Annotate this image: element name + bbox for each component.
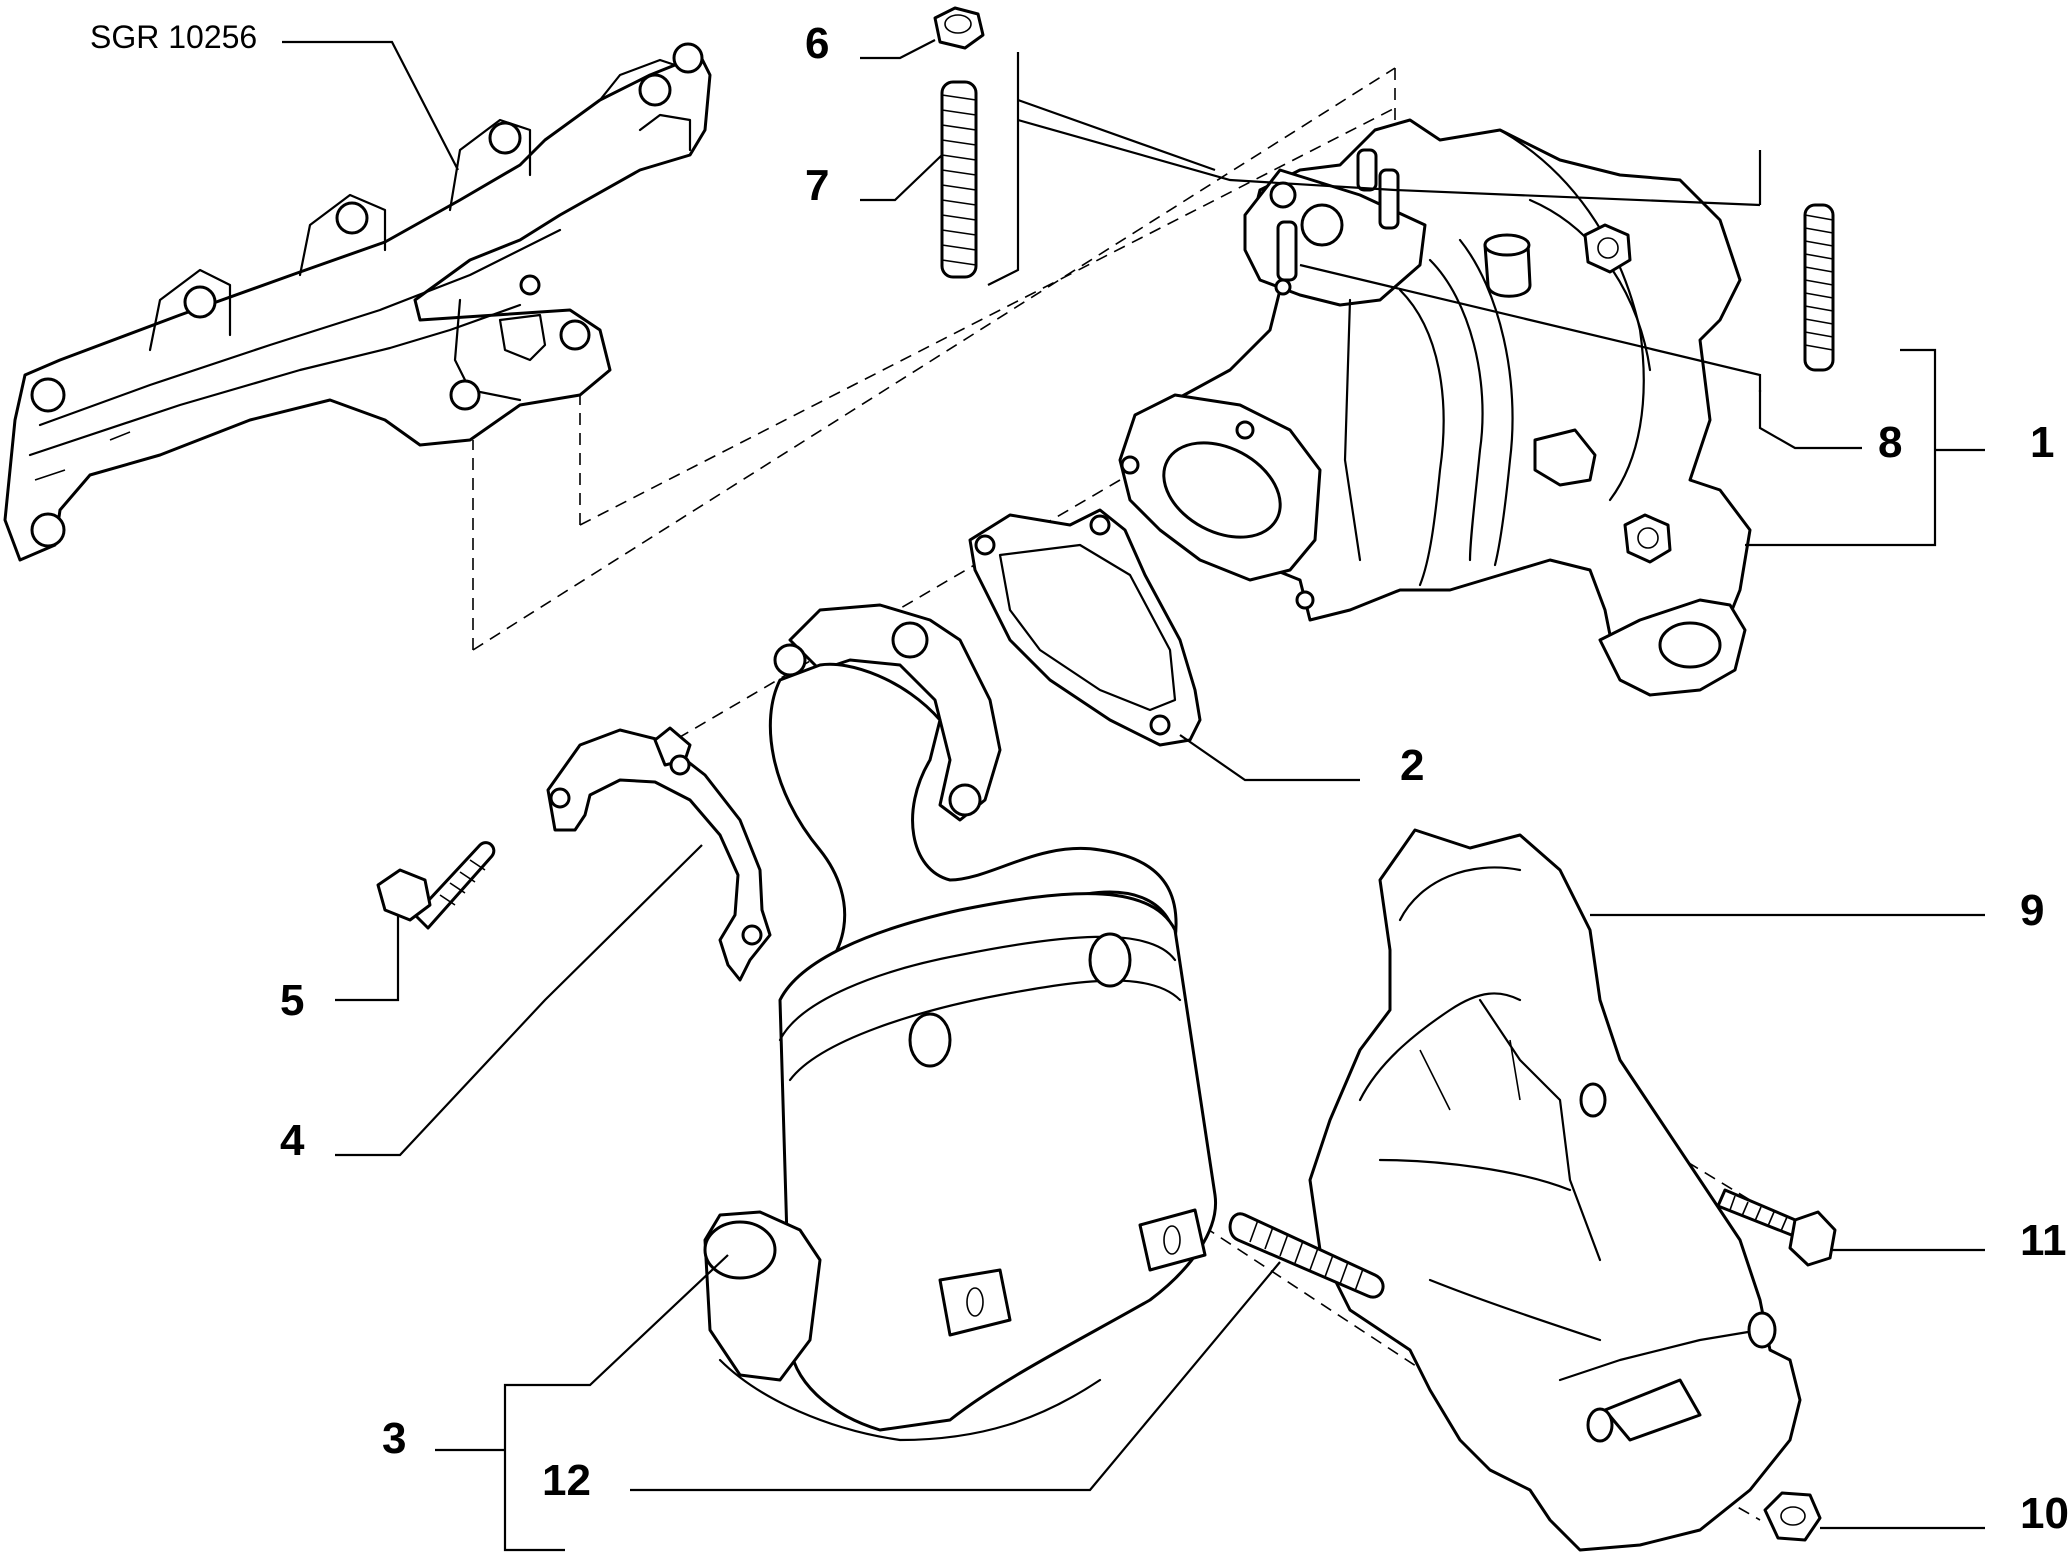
callout-6: 6 bbox=[805, 19, 829, 68]
bracket-item-4 bbox=[546, 726, 772, 982]
bolt-item-11 bbox=[1716, 1188, 1837, 1267]
callout-8: 8 bbox=[1878, 418, 1902, 467]
callout-2: 2 bbox=[1400, 741, 1424, 790]
heat-shield-item-9 bbox=[1308, 828, 1802, 1552]
gasket-item-2 bbox=[968, 508, 1202, 747]
drawing-code-label: SGR 10256 bbox=[90, 19, 257, 55]
callout-1: 1 bbox=[2030, 418, 2054, 467]
callout-4: 4 bbox=[280, 1116, 305, 1165]
stud-item-7 bbox=[940, 80, 978, 279]
nut-item-10 bbox=[1763, 1491, 1822, 1542]
stud-item-12 bbox=[1228, 1212, 1385, 1299]
callout-3: 3 bbox=[382, 1414, 406, 1463]
callout-7: 7 bbox=[805, 161, 829, 210]
turbocharger bbox=[1118, 118, 1752, 697]
stud-item-8 bbox=[1803, 203, 1835, 372]
nut-item-6 bbox=[933, 6, 985, 50]
catalytic-converter-item-3 bbox=[703, 603, 1218, 1442]
callout-11: 11 bbox=[2020, 1216, 2067, 1265]
callout-10: 10 bbox=[2020, 1489, 2069, 1538]
callout-5: 5 bbox=[280, 976, 304, 1025]
callout-12: 12 bbox=[542, 1456, 591, 1505]
bolt-item-5 bbox=[376, 841, 496, 930]
callout-numbers: 1 2 3 4 5 6 7 8 9 10 11 12 bbox=[280, 19, 2069, 1538]
exhaust-manifold bbox=[3, 42, 712, 562]
callout-9: 9 bbox=[2020, 886, 2044, 935]
